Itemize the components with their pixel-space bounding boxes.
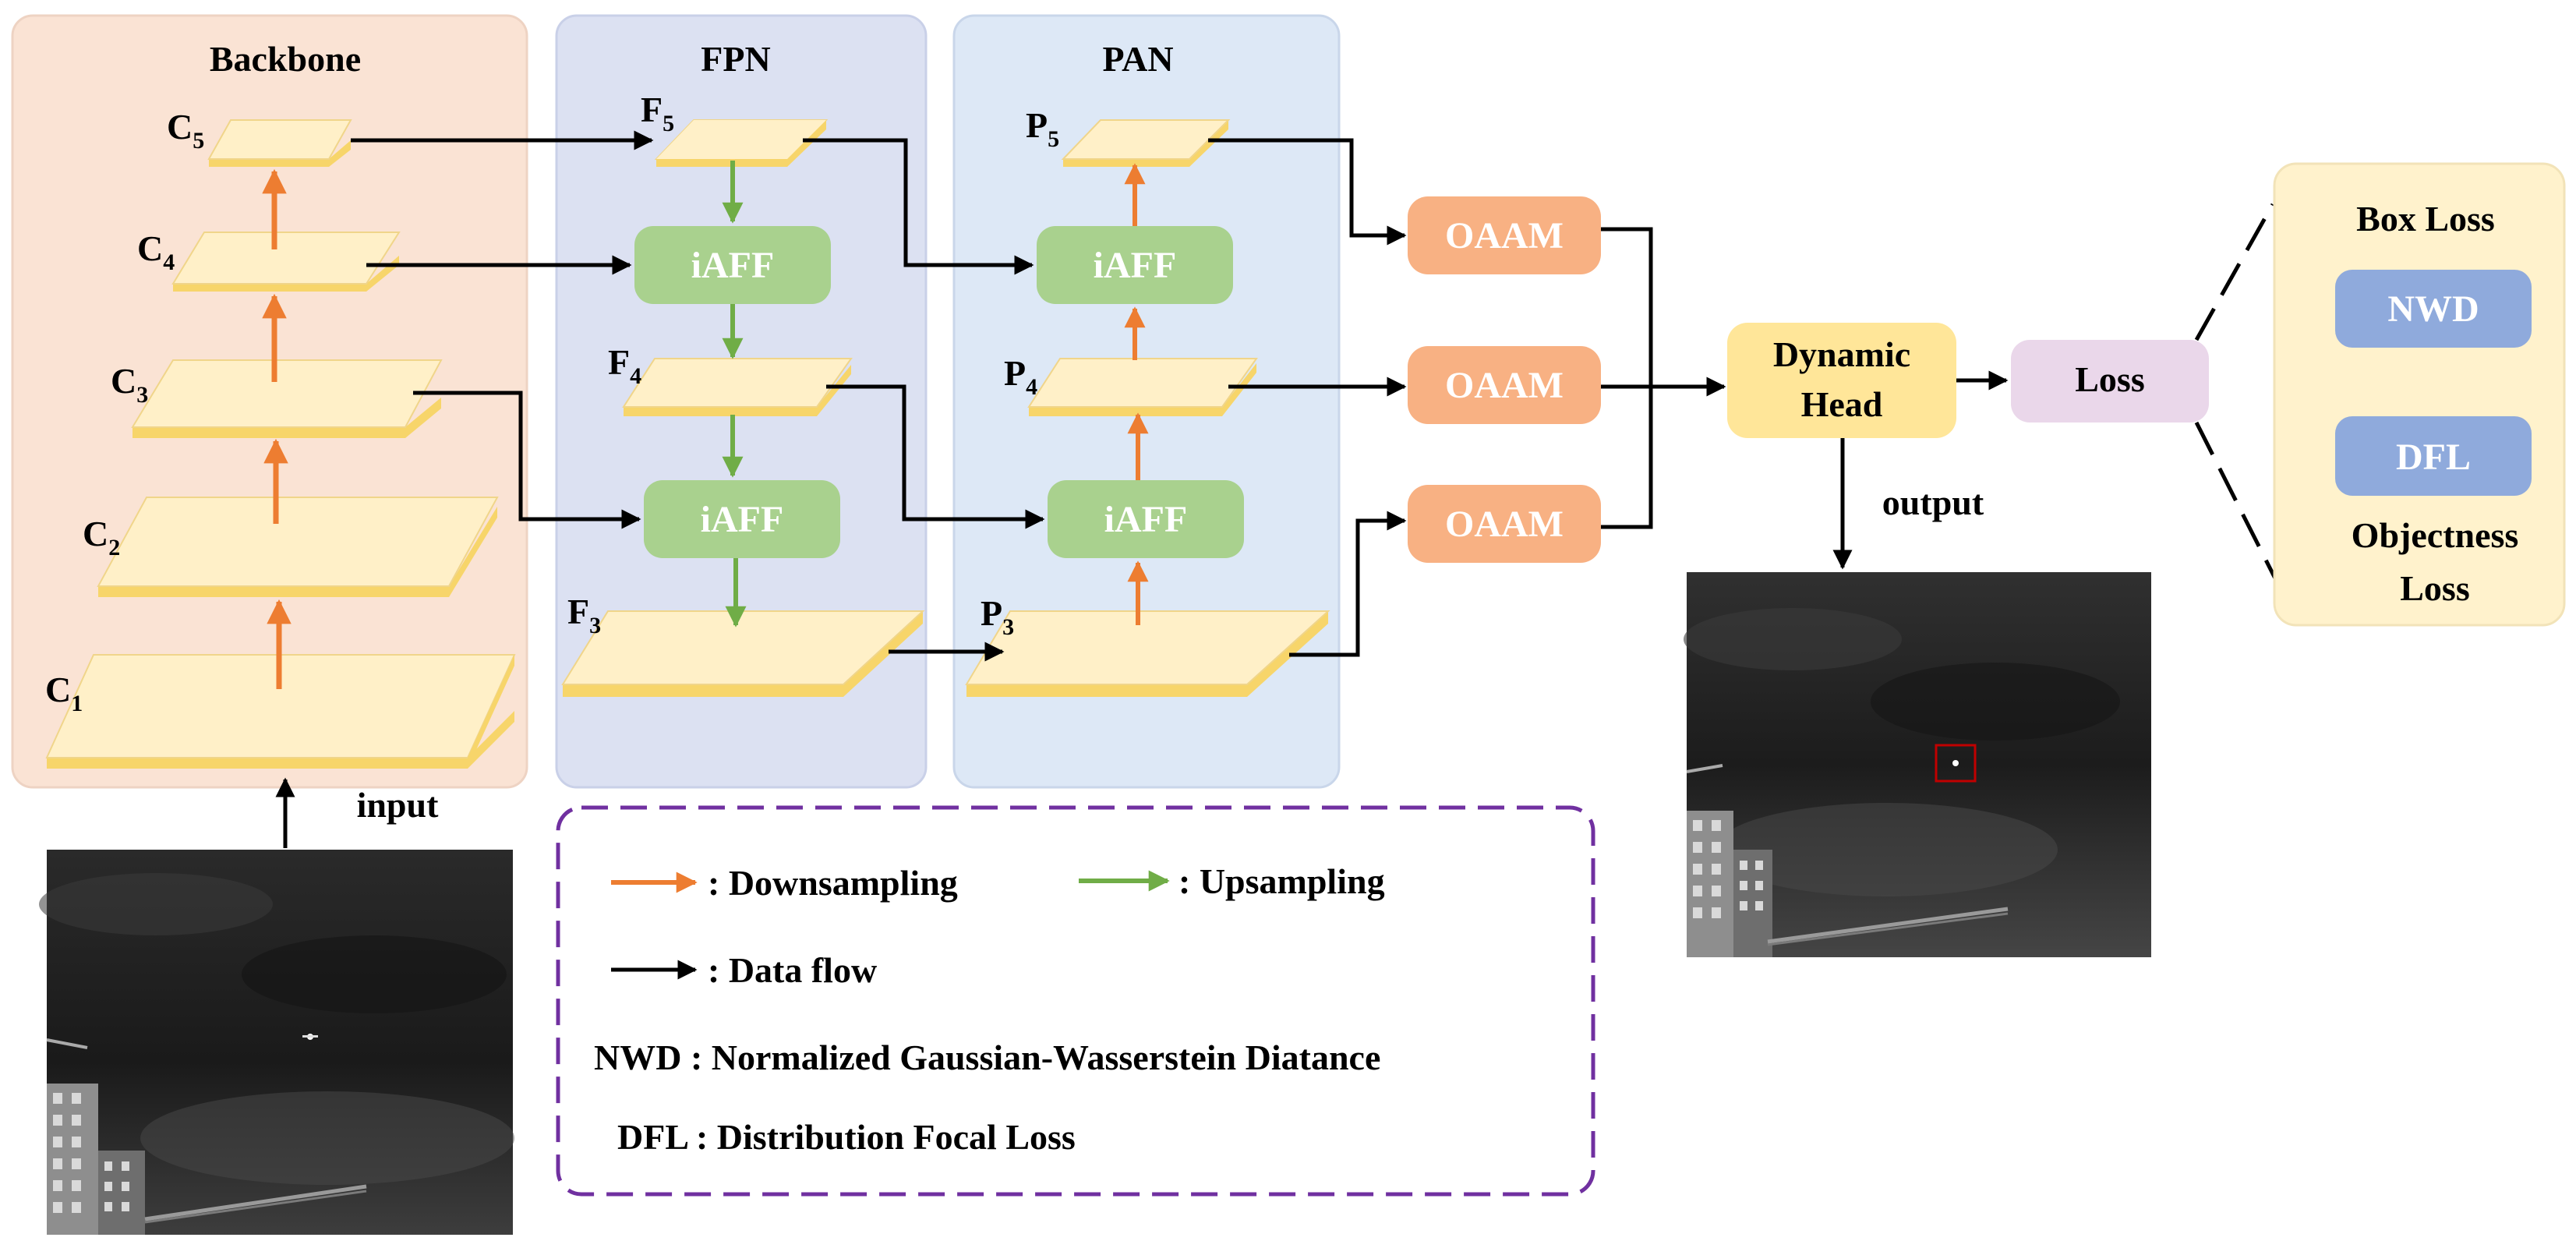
backbone-title: Backbone bbox=[210, 39, 361, 79]
legend-box: : Downsampling : Upsampling : Data flow … bbox=[556, 805, 1595, 1197]
backbone-label-c4: C4 bbox=[137, 228, 175, 275]
backbone-label-c5: C5 bbox=[167, 107, 204, 154]
loss-breakdown-panel: Box Loss NWD DFL Objectness Loss bbox=[2273, 162, 2566, 627]
svg-text:Head: Head bbox=[1801, 384, 1883, 424]
objectness-loss-label-1: Objectness bbox=[2352, 515, 2519, 555]
dfl-chip-label: DFL bbox=[2396, 437, 2471, 478]
fpn-layer-f3 bbox=[561, 610, 925, 697]
backbone-downsampling-arrows bbox=[262, 168, 292, 689]
fpn-label-f4: F4 bbox=[608, 342, 641, 389]
svg-text:OAAM: OAAM bbox=[1445, 504, 1564, 545]
fpn-upsampling-arrows bbox=[722, 161, 747, 628]
data-flow-arrows bbox=[275, 130, 2009, 848]
legend-upsampling-label: : Upsampling bbox=[1178, 861, 1385, 901]
pan-iaff-block-top: iAFF bbox=[1037, 226, 1233, 304]
fpn-layer-f4 bbox=[622, 358, 853, 416]
pan-label-p5: P5 bbox=[1026, 105, 1059, 152]
nwd-chip bbox=[2335, 270, 2532, 348]
backbone-label-c1: C1 bbox=[45, 670, 83, 716]
svg-text:iAFF: iAFF bbox=[701, 499, 784, 540]
input-label: input bbox=[357, 785, 440, 825]
pan-iaff-block-bottom: iAFF bbox=[1048, 480, 1244, 558]
backbone-layer-c2 bbox=[97, 497, 499, 597]
svg-text:iAFF: iAFF bbox=[1104, 499, 1188, 540]
loss-block: Loss bbox=[2011, 340, 2209, 422]
pan-layer-p4 bbox=[1027, 358, 1258, 416]
legend-dfl-definition: DFL : Distribution Focal Loss bbox=[617, 1117, 1076, 1157]
fpn-title: FPN bbox=[701, 39, 770, 79]
fpn-label-f3: F3 bbox=[567, 592, 601, 638]
legend-nwd-definition: NWD : Normalized Gaussian-Wasserstein Di… bbox=[594, 1038, 1380, 1077]
backbone-label-c2: C2 bbox=[83, 514, 120, 560]
box-loss-label: Box Loss bbox=[2356, 199, 2495, 239]
pan-label-p3: P3 bbox=[981, 593, 1014, 640]
legend-data-flow-label: : Data flow bbox=[708, 950, 877, 990]
oaam-block-2: OAAM bbox=[1408, 346, 1601, 424]
pan-layer-p3 bbox=[965, 610, 1330, 697]
svg-text:iAFF: iAFF bbox=[691, 245, 775, 286]
fpn-label-f5: F5 bbox=[641, 90, 674, 136]
pan-label-p4: P4 bbox=[1004, 353, 1037, 400]
objectness-loss-label-2: Loss bbox=[2400, 568, 2469, 608]
backbone-layer-c4 bbox=[171, 232, 401, 292]
pan-downsampling-arrows bbox=[1124, 163, 1149, 625]
output-label: output bbox=[1882, 483, 1984, 522]
svg-text:Loss: Loss bbox=[2075, 359, 2144, 399]
backbone-layer-c1 bbox=[45, 654, 516, 769]
svg-text:OAAM: OAAM bbox=[1445, 365, 1564, 406]
dfl-chip bbox=[2335, 416, 2532, 496]
dynamic-head-block: Dynamic Head bbox=[1727, 323, 1956, 438]
thermal-sky-image-icon bbox=[39, 850, 514, 1235]
fpn-iaff-block-bottom: iAFF bbox=[644, 480, 840, 558]
oaam-block-3: OAAM bbox=[1408, 485, 1601, 563]
backbone-label-c3: C3 bbox=[111, 361, 148, 408]
nwd-chip-label: NWD bbox=[2387, 288, 2479, 330]
backbone-layer-c5 bbox=[207, 119, 352, 167]
thermal-detection-image-icon bbox=[1684, 572, 2151, 957]
svg-text:Dynamic: Dynamic bbox=[1773, 334, 1910, 374]
pan-layer-p5 bbox=[1061, 119, 1231, 167]
legend-downsampling-label: : Downsampling bbox=[708, 863, 958, 903]
loss-panel-connectors bbox=[2194, 203, 2278, 582]
svg-text:OAAM: OAAM bbox=[1445, 215, 1564, 256]
oaam-block-1: OAAM bbox=[1408, 196, 1601, 274]
backbone-layer-c3 bbox=[131, 359, 443, 438]
pan-title: PAN bbox=[1102, 39, 1173, 79]
svg-text:iAFF: iAFF bbox=[1094, 245, 1177, 286]
fpn-iaff-block-top: iAFF bbox=[634, 226, 831, 304]
fpn-layer-f5 bbox=[654, 119, 829, 167]
